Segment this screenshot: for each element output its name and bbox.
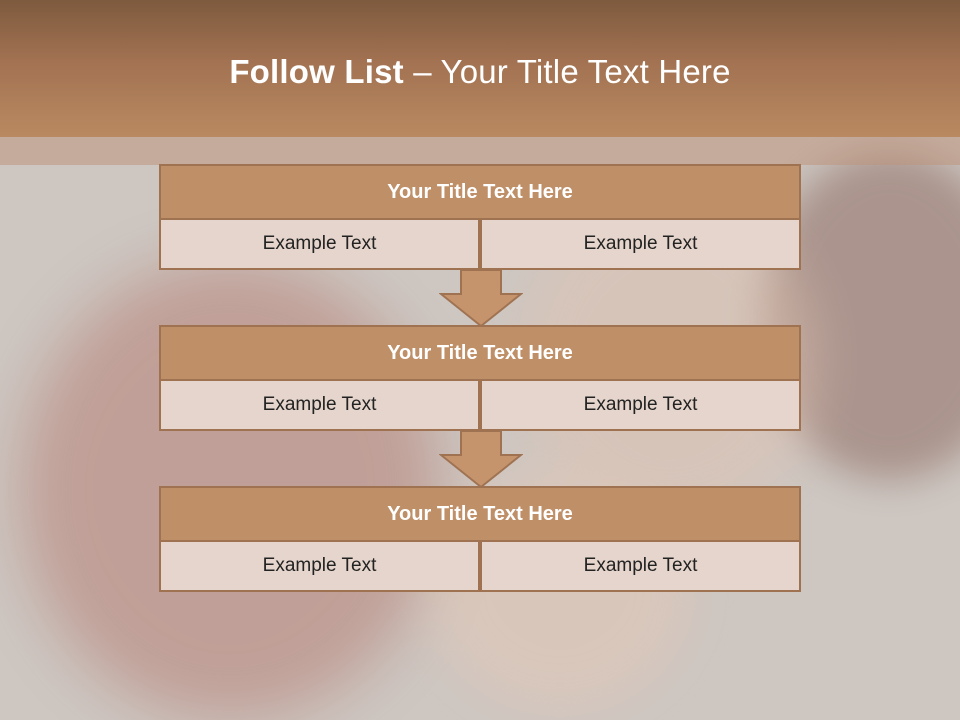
header-bar	[0, 0, 960, 137]
page-title: Follow List – Your Title Text Here	[0, 53, 960, 91]
step-title: Your Title Text Here	[159, 486, 801, 542]
step-cell-left: Example Text	[159, 381, 480, 431]
step-cell-right: Example Text	[480, 220, 801, 270]
down-arrow-icon	[439, 270, 523, 328]
step-box-2: Your Title Text Here Example Text Exampl…	[159, 325, 801, 431]
step-cell-right: Example Text	[480, 381, 801, 431]
step-title: Your Title Text Here	[159, 164, 801, 220]
down-arrow-icon	[439, 431, 523, 489]
step-box-1: Your Title Text Here Example Text Exampl…	[159, 164, 801, 270]
step-cell-left: Example Text	[159, 542, 480, 592]
step-title: Your Title Text Here	[159, 325, 801, 381]
page-title-bold: Follow List	[229, 53, 404, 90]
page-title-rest: – Your Title Text Here	[403, 53, 731, 90]
step-cell-right: Example Text	[480, 542, 801, 592]
step-box-3: Your Title Text Here Example Text Exampl…	[159, 486, 801, 592]
step-cell-left: Example Text	[159, 220, 480, 270]
header-band	[0, 137, 960, 165]
